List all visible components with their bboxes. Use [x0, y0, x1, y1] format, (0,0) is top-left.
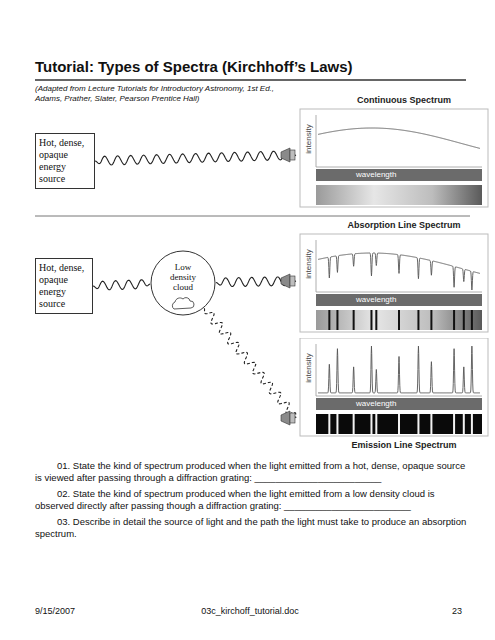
spectrometer-icon	[290, 413, 295, 423]
axis-label: intensity	[304, 249, 313, 278]
spectrum-title: Continuous Spectrum	[320, 95, 488, 106]
spectral-line	[336, 310, 338, 330]
axis-strip	[316, 398, 482, 410]
cloud-circle: Low density cloud	[150, 250, 216, 316]
light-path-group	[204, 308, 296, 425]
spectral-line	[398, 310, 400, 330]
question-text: 02. State the kind of spectrum produced …	[35, 488, 467, 512]
spectral-line	[353, 310, 355, 330]
spectral-line	[336, 414, 338, 434]
spectral-line	[398, 414, 400, 434]
spectrum-bar	[316, 414, 482, 434]
spectral-line	[453, 414, 455, 434]
spectral-line	[471, 310, 473, 330]
spectral-line	[328, 414, 330, 434]
spectrometer-icon	[281, 411, 290, 425]
axis-label: wavelength	[356, 294, 396, 306]
intensity-curve	[318, 128, 480, 148]
light-path-group	[216, 274, 296, 288]
axis-strip	[316, 169, 482, 181]
light-ray	[204, 308, 296, 418]
spectrometer-icon	[281, 148, 290, 162]
spectral-line	[328, 310, 330, 330]
spectrum-graph	[296, 95, 490, 211]
light-ray	[93, 280, 150, 290]
graph-axes	[316, 344, 482, 396]
box-label: Hot, dense, opaque energy source	[39, 262, 89, 310]
intensity-curve	[318, 346, 480, 393]
axis-strip	[316, 294, 482, 306]
axis-label: wavelength	[356, 398, 396, 410]
spectrometer-icon	[290, 276, 295, 286]
spectrum-panel: Absorption Line Spectrum intensity wavelen…	[296, 220, 490, 336]
panel-frame	[300, 234, 488, 332]
graph-axes	[316, 240, 482, 292]
spectral-line	[417, 310, 419, 330]
cloud-icon	[172, 298, 194, 309]
section-rule	[35, 216, 470, 217]
spectral-line	[375, 414, 377, 434]
spectral-line	[463, 414, 465, 434]
spectrum-panel: Emission Line Spectrum intensity wavelengt…	[296, 338, 490, 454]
intensity-curve	[318, 253, 480, 290]
question-text: 01. State the kind of spectrum produced …	[35, 460, 467, 484]
title-rule	[35, 79, 466, 81]
spectrum-panel: Continuous Spectrum intensity wavelength	[296, 95, 490, 211]
spectral-line	[471, 414, 473, 434]
spectral-line	[375, 310, 377, 330]
graph-axes	[316, 115, 482, 167]
spectrum-graph	[296, 220, 490, 336]
cloud-circle-outline	[151, 251, 215, 315]
axis-label: intensity	[304, 353, 313, 382]
spectral-line	[453, 310, 455, 330]
spectrometer-icon	[290, 150, 295, 160]
spectral-line	[430, 414, 432, 434]
spectral-line	[370, 414, 372, 434]
source-note: (Adapted from Lecture Tutorials for Intr…	[35, 84, 300, 104]
panel-frame	[300, 109, 488, 207]
light-path-group	[93, 280, 150, 290]
page-title: Tutorial: Types of Spectra (Kirchhoff’s …	[35, 58, 465, 75]
box-label: Hot, dense, opaque energy source	[39, 137, 91, 185]
question-text: 03. Describe in detail the source of lig…	[35, 516, 467, 540]
spectral-line	[430, 310, 432, 330]
spectral-line	[463, 310, 465, 330]
axis-label: intensity	[304, 124, 313, 153]
spectral-line	[353, 414, 355, 434]
source-box: Hot, dense, opaque energy source	[35, 258, 93, 314]
spectrum-title: Absorption Line Spectrum	[320, 220, 488, 231]
source-box: Hot, dense, opaque energy source	[35, 133, 95, 189]
light-ray	[95, 151, 296, 165]
footer-text: 9/15/2007	[35, 606, 125, 617]
panel-frame	[300, 338, 488, 436]
spectrometer-icon	[281, 274, 290, 288]
spectral-line	[417, 414, 419, 434]
footer-text: 03c_kirchoff_tutorial.doc	[150, 606, 350, 617]
footer-text: 23	[400, 606, 462, 617]
spectrum-bar	[316, 185, 482, 205]
axis-label: wavelength	[356, 169, 396, 181]
cloud-label: Low density cloud	[161, 262, 205, 292]
spectral-line	[370, 310, 372, 330]
light-path-group	[95, 148, 296, 165]
spectrum-bar	[316, 310, 482, 330]
spectrum-graph	[296, 338, 490, 454]
spectrum-title: Emission Line Spectrum	[320, 440, 488, 451]
